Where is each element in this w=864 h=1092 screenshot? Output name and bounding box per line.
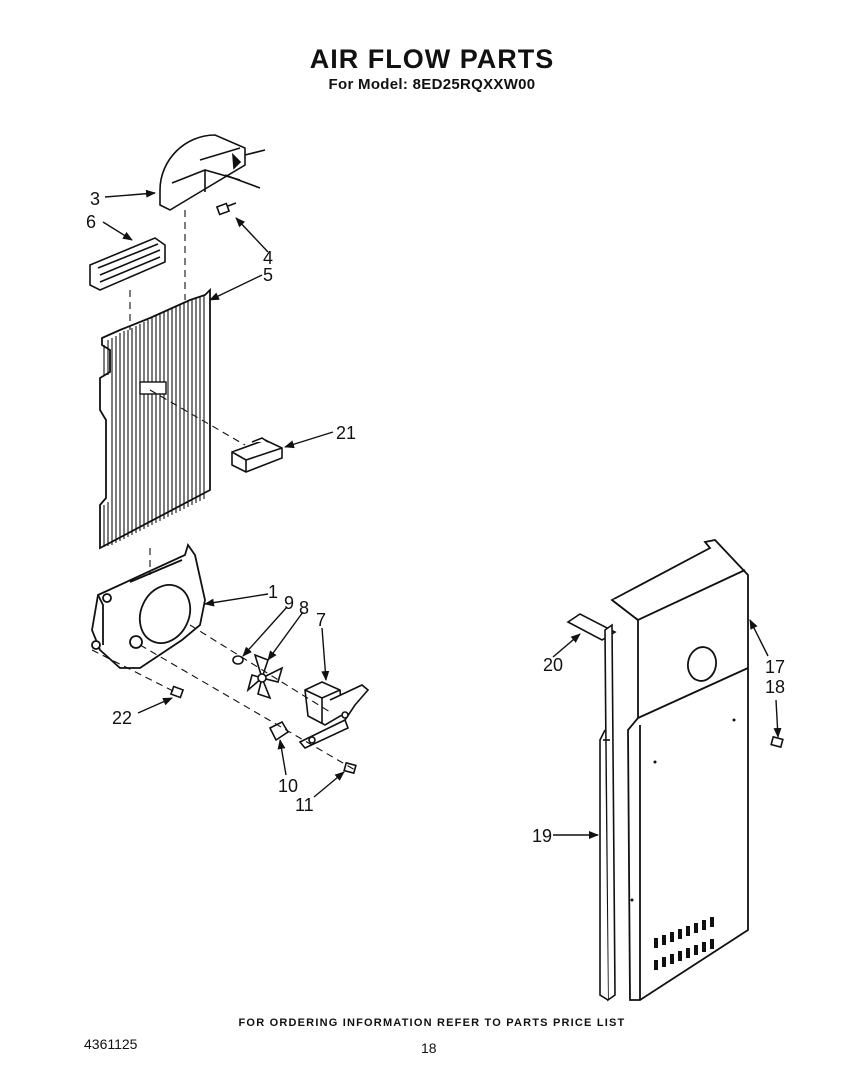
air-duct-cover-part xyxy=(159,134,266,211)
screw-part-4 xyxy=(215,202,237,216)
assembly-dash-lines xyxy=(91,210,356,771)
rear-panel-part-17 xyxy=(610,539,749,1001)
fan-blade-part-8 xyxy=(246,653,284,700)
callout-10: 10 xyxy=(278,776,298,796)
callout-6: 6 xyxy=(86,212,96,232)
page-number: 18 xyxy=(421,1040,437,1056)
washer-part-9 xyxy=(232,655,244,665)
callout-19: 19 xyxy=(532,826,552,846)
callout-7: 7 xyxy=(316,610,326,630)
page-title: AIR FLOW PARTS xyxy=(309,44,555,74)
strip-part-20 xyxy=(566,613,617,641)
callout-22: 22 xyxy=(112,708,132,728)
screw-part-18 xyxy=(770,735,784,749)
callout-18: 18 xyxy=(765,677,785,697)
bracket-part-21 xyxy=(231,437,283,473)
callout-5: 5 xyxy=(263,265,273,285)
callout-8: 8 xyxy=(299,598,309,618)
callout-17: 17 xyxy=(765,657,785,677)
screw-part-11 xyxy=(343,761,357,775)
fan-motor-part-7 xyxy=(298,681,370,749)
callout-11: 11 xyxy=(295,795,314,815)
fan-shroud-part-1 xyxy=(91,542,206,669)
ordering-info-note: FOR ORDERING INFORMATION REFER TO PARTS … xyxy=(238,1017,626,1029)
callout-20: 20 xyxy=(543,655,563,675)
document-number: 4361125 xyxy=(84,1036,138,1052)
grille-part-6 xyxy=(89,237,166,291)
callout-leaders xyxy=(102,189,782,839)
evaporator-cover-panel-part-5 xyxy=(99,287,211,550)
callout-21: 21 xyxy=(336,423,356,443)
model-subtitle: For Model: 8ED25RQXXW00 xyxy=(328,76,536,93)
callout-9: 9 xyxy=(284,593,294,613)
callout-1: 1 xyxy=(268,582,278,602)
callout-4: 4 xyxy=(263,248,273,268)
screw-part-22 xyxy=(169,685,185,699)
callout-3: 3 xyxy=(90,189,100,209)
grommet-part-10 xyxy=(268,720,290,742)
callout-numbers: 3 6 4 5 21 1 9 8 7 22 10 11 20 17 18 19 xyxy=(86,189,785,846)
trim-strip-part-19 xyxy=(599,623,616,1002)
